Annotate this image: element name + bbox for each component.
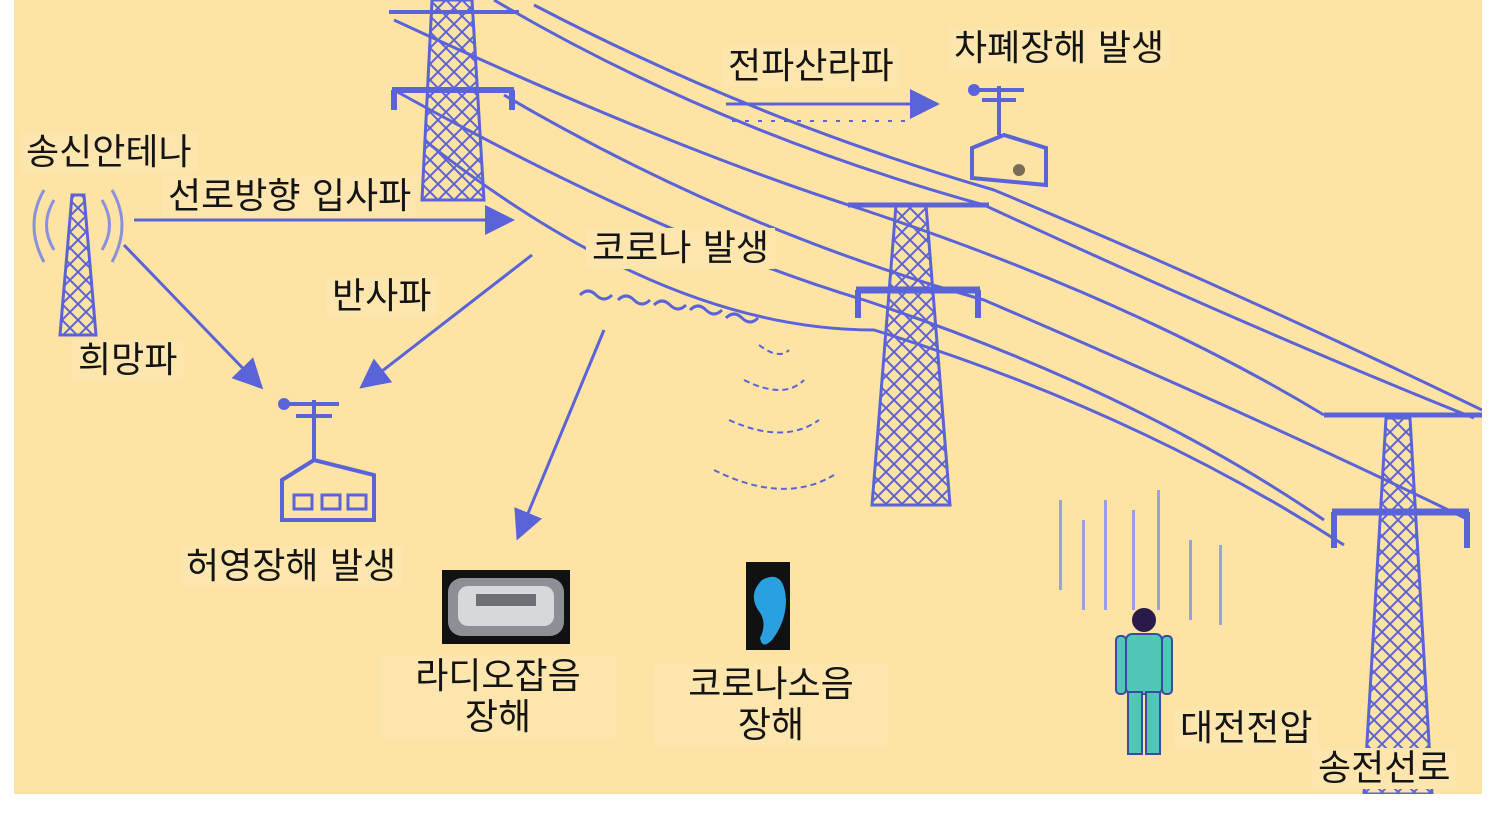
label-transmission-line: 송전선로 (1312, 748, 1457, 790)
transmission-tower-icon (389, 0, 519, 202)
label-ghost-interference: 허영장해 발생 (180, 546, 403, 588)
label-radio-noise-line2: 장해 (464, 697, 532, 739)
label-corona: 코로나 발생 (586, 228, 776, 270)
house-icon (970, 132, 1048, 188)
power-lines (393, 0, 1482, 547)
radio-icon (442, 570, 570, 644)
label-incident-wave: 선로방향 입사파 (162, 176, 418, 218)
tv-antenna-icon (968, 84, 1024, 135)
label-corona-noise-line2: 장해 (737, 705, 805, 747)
label-corona-noise-line1: 코로나소음 (688, 664, 854, 705)
person-icon (1115, 608, 1173, 755)
transmission-tower-icon (848, 202, 989, 507)
label-desired-wave: 희망파 (72, 340, 184, 382)
house-icon (280, 457, 376, 522)
transmission-tower-icon (1324, 412, 1482, 794)
diagram-artwork (32, 0, 1482, 794)
label-induced-voltage: 대전전압 (1174, 708, 1319, 750)
label-radio-noise: 라디오잡음 장해 (380, 656, 616, 739)
label-radio-noise-line1: 라디오잡음 (415, 656, 581, 697)
interference-diagram: 송신안테나 선로방향 입사파 반사파 희망파 허영장해 발생 전파산라파 차폐장… (14, 0, 1482, 794)
label-reflected-wave: 반사파 (326, 276, 438, 318)
label-corona-noise: 코로나소음 장해 (654, 664, 888, 747)
broadcast-tower-icon (32, 189, 124, 337)
wave-arrows (122, 89, 940, 541)
label-transmit-antenna: 송신안테나 (20, 132, 198, 174)
electric-field-dots (1059, 490, 1222, 625)
ear-icon (746, 562, 790, 650)
tv-antenna-icon (278, 398, 339, 470)
label-scattered-wave: 전파산라파 (722, 46, 900, 88)
corona-discharge (578, 289, 760, 324)
sound-waves (713, 344, 835, 490)
label-shielding-interference: 차폐장해 발생 (948, 28, 1171, 70)
